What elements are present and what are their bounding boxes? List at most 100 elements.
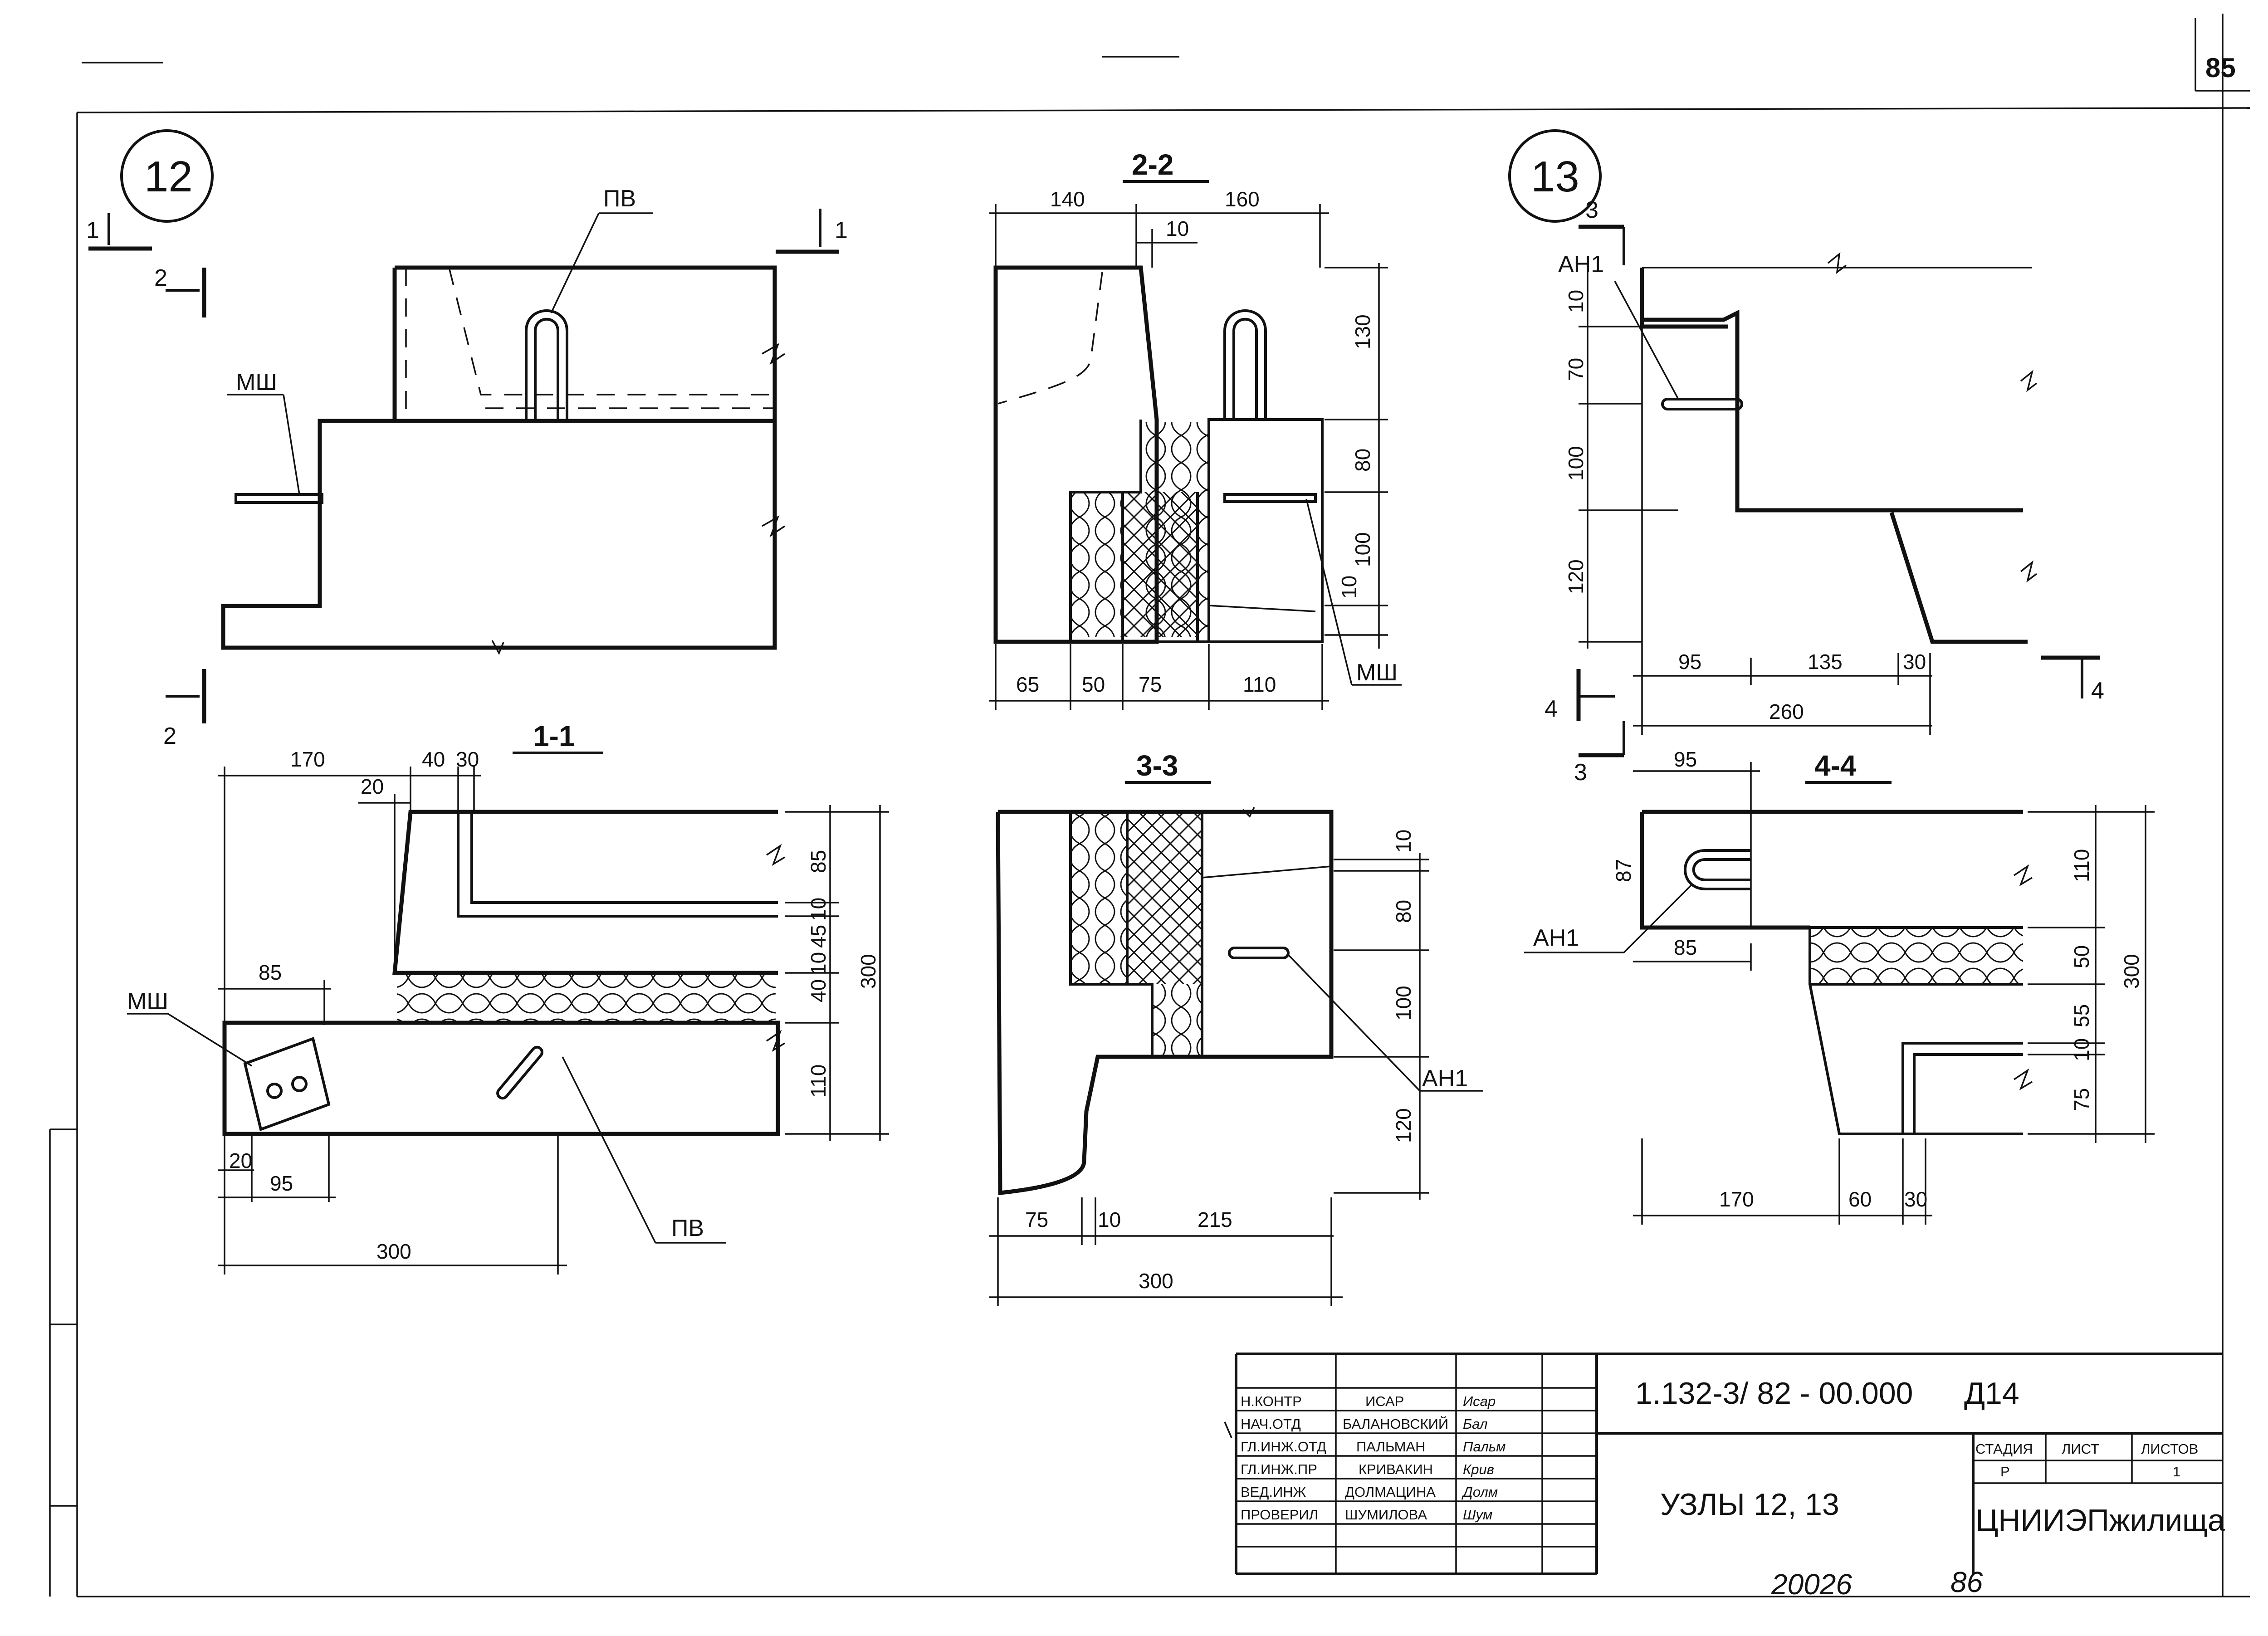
cut-4-right: 4 xyxy=(2091,678,2104,704)
tb-role-4: ВЕД.ИНЖ xyxy=(1241,1484,1306,1500)
dim-s33-120: 120 xyxy=(1392,1108,1415,1143)
dim-n13-70: 70 xyxy=(1564,358,1588,381)
label-msh-22: МШ xyxy=(1356,659,1398,686)
tb-sheets-header: ЛИСТОВ xyxy=(2141,1441,2198,1457)
tb-sheets: 1 xyxy=(2173,1464,2180,1480)
dim-s44-87: 87 xyxy=(1612,859,1635,882)
dim-s22-75: 75 xyxy=(1139,673,1162,696)
section-2-2: 2-2 140 160 10 130 80 100 10 xyxy=(989,148,1402,710)
dim-s44-110: 110 xyxy=(2070,849,2093,882)
dim-s11-85b: 85 xyxy=(259,961,282,984)
dim-s33-10: 10 xyxy=(1392,830,1415,853)
dim-s11-10b: 10 xyxy=(807,952,830,975)
dim-s44-300: 300 xyxy=(2120,954,2143,989)
dim-s11-95: 95 xyxy=(270,1172,293,1195)
tb-role-1: НАЧ.ОТД xyxy=(1241,1416,1301,1432)
cut-1-right: 1 xyxy=(835,217,848,244)
section-3-3: 3-3 10 80 100 120 АН1 75 10 xyxy=(989,749,1483,1306)
section-1-1: 1-1 170 20 40 30 85 45 xyxy=(127,720,889,1275)
cut-3-bottom: 3 xyxy=(1574,759,1587,786)
tb-sheet-id: Д14 xyxy=(1964,1376,2019,1411)
dim-n13-30: 30 xyxy=(1903,650,1926,674)
cut-1-left: 1 xyxy=(86,217,99,244)
tb-name-3: КРИВАКИН xyxy=(1359,1461,1433,1477)
tb-role-2: ГЛ.ИНЖ.ОТД xyxy=(1241,1439,1326,1455)
label-msh-12: МШ xyxy=(236,369,277,396)
dim-s22-100: 100 xyxy=(1351,532,1374,567)
dim-s44-95: 95 xyxy=(1674,747,1697,771)
dim-s44-10: 10 xyxy=(2070,1038,2093,1061)
dim-s11-45: 45 xyxy=(807,925,830,948)
footer-num: 86 xyxy=(1950,1566,1983,1598)
section-4-4: 4-4 3 95 87 85 АН1 11 xyxy=(1524,721,2155,1225)
tb-sheet-header: ЛИСТ xyxy=(2062,1441,2099,1457)
node-13-plan: 13 АН1 3 4 4 10 70 100 120 xyxy=(1508,129,2104,735)
dim-s22-110: 110 xyxy=(1243,673,1276,696)
dim-s22-10: 10 xyxy=(1166,217,1189,240)
dim-s11-300: 300 xyxy=(856,954,880,989)
dim-s33-10b: 10 xyxy=(1098,1208,1121,1231)
section-1-1-title: 1-1 xyxy=(533,720,575,752)
tb-sign-0: Исар xyxy=(1463,1393,1496,1409)
dim-s44-75: 75 xyxy=(2070,1088,2093,1111)
tb-doc-code: 1.132-3/ 82 - 00.000 xyxy=(1635,1376,1913,1411)
node-12-plan: 12 МШ ПВ 1 1 2 2 xyxy=(86,129,848,749)
dim-n13-100: 100 xyxy=(1564,446,1588,481)
dim-s22-10b: 10 xyxy=(1337,576,1361,599)
dim-s44-60: 60 xyxy=(1848,1187,1872,1211)
dim-s22-130: 130 xyxy=(1351,314,1374,349)
tb-role-5: ПРОВЕРИЛ xyxy=(1241,1507,1318,1523)
node-13-number: 13 xyxy=(1531,152,1579,201)
dim-s44-170: 170 xyxy=(1719,1187,1754,1211)
label-msh-11: МШ xyxy=(127,988,168,1015)
dim-n13-120: 120 xyxy=(1564,559,1588,594)
dim-s11-20: 20 xyxy=(361,775,384,798)
dim-s11-40b: 40 xyxy=(807,979,830,1002)
tb-stage-header: СТАДИЯ xyxy=(1975,1441,2033,1457)
dim-s11-85: 85 xyxy=(807,850,830,873)
dim-s11-10: 10 xyxy=(807,898,830,921)
section-3-3-title: 3-3 xyxy=(1136,749,1178,782)
label-pv-12: ПВ xyxy=(603,186,636,212)
tb-org: ЦНИИЭПжилища xyxy=(1975,1503,2225,1538)
tb-name-2: ПАЛЬМАН xyxy=(1356,1439,1426,1455)
sheet-frame xyxy=(49,14,2250,1597)
dim-n13-135: 135 xyxy=(1808,650,1843,674)
dim-s22-65: 65 xyxy=(1016,673,1039,696)
tb-sign-2: Пальм xyxy=(1463,1439,1505,1455)
node-12-number: 12 xyxy=(144,152,193,201)
tb-sign-5: Шум xyxy=(1463,1507,1492,1523)
cut-2-top: 2 xyxy=(154,265,167,291)
dim-s11-30: 30 xyxy=(456,747,479,771)
dim-s11-300b: 300 xyxy=(376,1240,411,1263)
cut-3-top: 3 xyxy=(1585,197,1598,223)
label-an1-33: АН1 xyxy=(1422,1065,1468,1092)
tb-role-3: ГЛ.ИНЖ.ПР xyxy=(1241,1461,1317,1477)
tb-name-0: ИСАР xyxy=(1365,1393,1404,1409)
dim-s11-40: 40 xyxy=(422,747,445,771)
dim-n13-95: 95 xyxy=(1678,650,1701,674)
dim-s33-80: 80 xyxy=(1392,900,1415,923)
dim-s33-300: 300 xyxy=(1139,1269,1173,1293)
dim-s44-55: 55 xyxy=(2070,1004,2093,1027)
dim-n13-260: 260 xyxy=(1769,700,1804,723)
tb-stage: Р xyxy=(2000,1464,2010,1480)
label-pv-11: ПВ xyxy=(671,1215,704,1241)
tb-name-1: БАЛАНОВСКИЙ xyxy=(1343,1416,1448,1432)
dim-s33-215: 215 xyxy=(1198,1208,1232,1231)
dim-n13-10: 10 xyxy=(1564,290,1588,313)
dim-s22-140: 140 xyxy=(1050,187,1085,211)
dim-s44-30: 30 xyxy=(1904,1187,1927,1211)
page-number: 85 xyxy=(2205,53,2236,83)
tb-role-0: Н.КОНТР xyxy=(1241,1393,1302,1409)
tb-sign-3: Крив xyxy=(1463,1461,1494,1477)
section-2-2-title: 2-2 xyxy=(1132,148,1174,181)
title-block: Н.КОНТР НАЧ.ОТД ГЛ.ИНЖ.ОТД ГЛ.ИНЖ.ПР ВЕД… xyxy=(1224,1353,2225,1575)
dim-s33-100: 100 xyxy=(1392,986,1415,1021)
dim-s22-160: 160 xyxy=(1225,187,1260,211)
dim-s11-170: 170 xyxy=(290,747,325,771)
dim-s44-50: 50 xyxy=(2070,945,2093,968)
dim-s11-20b: 20 xyxy=(229,1149,252,1172)
cut-2-bottom: 2 xyxy=(163,723,176,749)
